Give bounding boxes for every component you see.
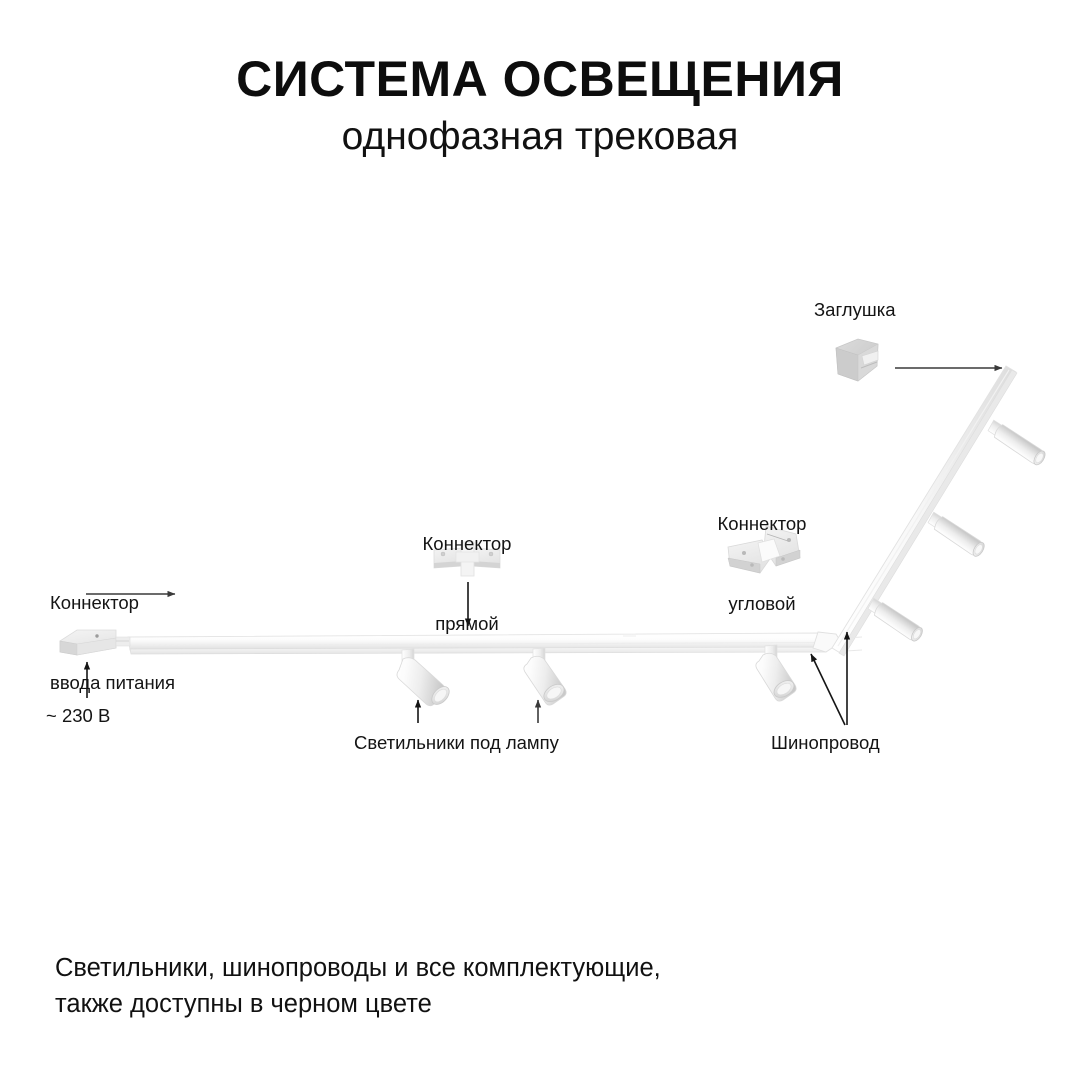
label-corner-connector-line1: Коннектор (717, 512, 807, 534)
label-straight-connector: Коннектор прямой (377, 477, 557, 692)
spotlight-fixture (523, 647, 567, 706)
label-power-connector: Коннектор ввода питания (50, 536, 175, 751)
label-straight-connector-line2: прямой (435, 613, 499, 635)
spotlight-fixture (867, 597, 923, 642)
header: СИСТЕМА ОСВЕЩЕНИЯ однофазная трековая (0, 52, 1080, 159)
footer-note: Светильники, шинопроводы и все комплекту… (55, 950, 1015, 1022)
arrow-busbar-diagonal (810, 653, 846, 726)
spotlight-fixture (927, 511, 985, 557)
page-subtitle: однофазная трековая (341, 115, 739, 158)
label-corner-connector: Коннектор угловой (672, 457, 852, 672)
label-power-connector-line2: ввода питания (50, 672, 176, 694)
label-busbar: Шинопровод (771, 732, 880, 753)
straight-connector-part (433, 541, 501, 577)
spotlight-fixture (396, 648, 450, 707)
power-input-connector-part (59, 629, 131, 656)
spotlight-fixture (755, 644, 797, 702)
end-cap-part (835, 338, 879, 382)
label-end-cap: Заглушка (814, 299, 896, 320)
page-title: СИСТЕМА ОСВЕЩЕНИЯ (236, 51, 844, 107)
label-corner-connector-line2: угловой (728, 593, 796, 615)
label-lamps: Светильники под лампу (354, 732, 559, 753)
label-power-connector-line1: Коннектор (50, 591, 139, 613)
spotlight-fixture (987, 419, 1046, 466)
label-straight-connector-line1: Коннектор (422, 532, 512, 554)
label-voltage: ~ 230 В (46, 705, 111, 726)
footer-line-1: Светильники, шинопроводы и все комплекту… (55, 954, 661, 982)
corner-connector-part (727, 525, 801, 574)
footer-line-2: также доступны в черном цвете (55, 990, 432, 1019)
busbar-track (127, 365, 1018, 657)
